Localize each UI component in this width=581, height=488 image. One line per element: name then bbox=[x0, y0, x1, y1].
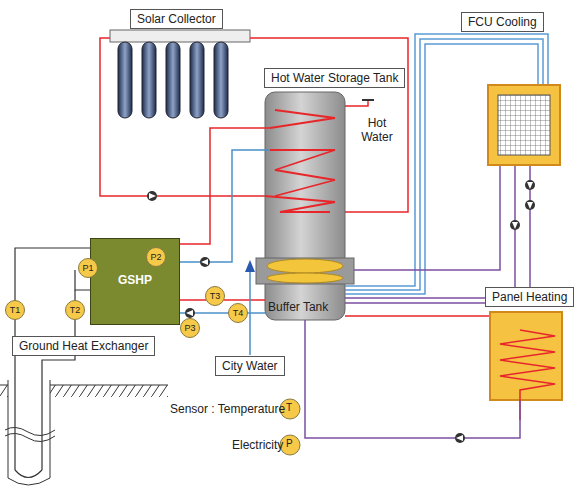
label-box: Panel Heating bbox=[485, 287, 574, 307]
sensor-circle: T3 bbox=[205, 286, 225, 306]
node-text: City Water bbox=[222, 359, 278, 373]
node-text: T4 bbox=[233, 308, 244, 318]
node-text: FCU Cooling bbox=[468, 15, 537, 29]
node-text: Hot Water Storage Tank bbox=[271, 71, 398, 85]
sensor-circle: P2 bbox=[146, 247, 166, 267]
sensor-circle: P3 bbox=[180, 318, 200, 338]
label-box: Ground Heat Exchanger bbox=[12, 336, 155, 356]
legend-text: Sensor : Temperature bbox=[170, 402, 285, 416]
node-text: T2 bbox=[70, 305, 81, 315]
part-label: T bbox=[286, 402, 292, 413]
part-label: P bbox=[286, 438, 293, 449]
node-text: T1 bbox=[10, 305, 21, 315]
node-text: Solar Collector bbox=[137, 12, 216, 26]
label-box: FCU Cooling bbox=[461, 12, 544, 32]
heat-pump-box: GSHP P2 bbox=[90, 238, 180, 325]
part-label: Hot Water bbox=[352, 116, 402, 144]
sensor-circle: T1 bbox=[5, 300, 25, 320]
sensor-circle: T4 bbox=[228, 303, 248, 323]
node-text: Panel Heating bbox=[492, 290, 567, 304]
node-text: P1 bbox=[82, 263, 93, 273]
node-text: P2 bbox=[150, 252, 161, 262]
legend-text: Electricity bbox=[232, 438, 283, 452]
node-text: P3 bbox=[184, 323, 195, 333]
node-text: T3 bbox=[210, 291, 221, 301]
label-box: City Water bbox=[215, 356, 285, 376]
sensor-circle: P1 bbox=[78, 258, 98, 278]
part-label: Buffer Tank bbox=[268, 300, 328, 314]
label-box: Solar Collector bbox=[130, 9, 223, 29]
node-text: GSHP bbox=[91, 273, 179, 287]
label-box: Hot Water Storage Tank bbox=[264, 68, 405, 88]
sensor-circle: T2 bbox=[65, 300, 85, 320]
node-text: Ground Heat Exchanger bbox=[19, 339, 148, 353]
